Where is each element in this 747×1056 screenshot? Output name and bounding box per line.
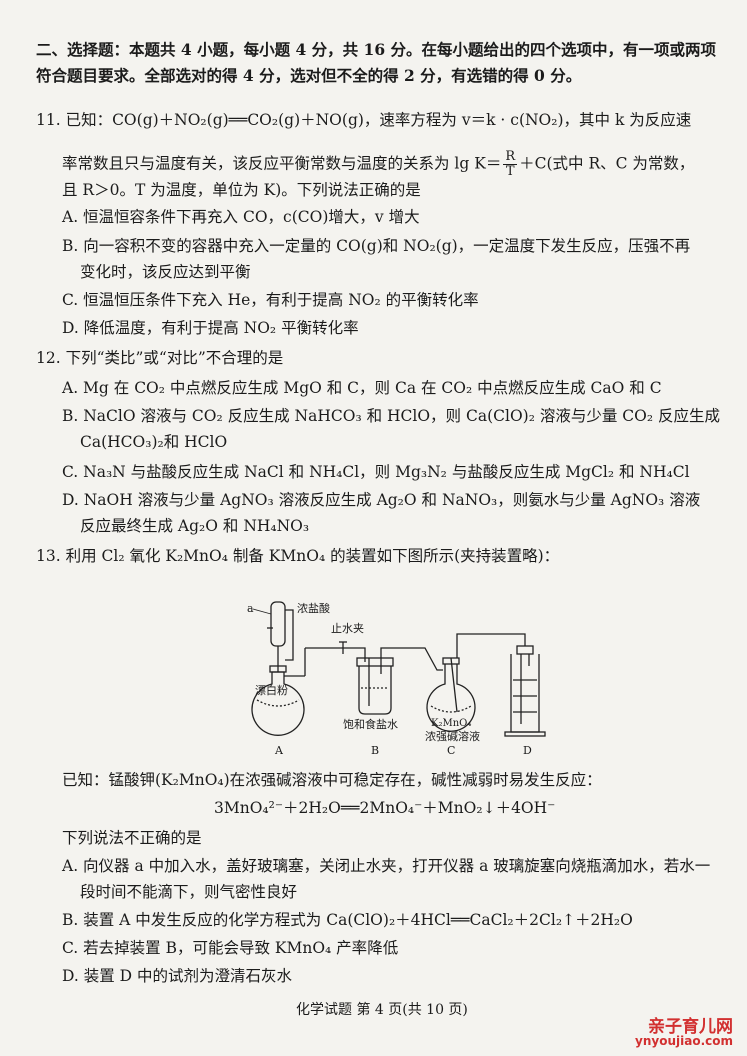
q11-option-a: A. 恒温恒容条件下再充入 CO，c(CO)增大，v 增大 [62,208,420,226]
q12-option-b-line2: Ca(HCO₃)₂和 HClO [80,433,228,451]
label-C: C [447,744,455,757]
q13-option-a-line1: A. 向仪器 a 中加入水，盖好玻璃塞，关闭止水夹，打开仪器 a 玻璃旋塞向烧瓶… [62,857,711,875]
q11-option-b-line2: 变化时，该反应达到平衡 [80,263,251,281]
q11-fraction-numerator: R [503,149,518,165]
q13-equation: 3MnO₄²⁻＋2H₂O══2MnO₄⁻＋MnO₂↓＋4OH⁻ [214,799,556,817]
q12-option-d-line2: 反应最终生成 Ag₂O 和 NH₄NO₃ [80,517,310,535]
watermark-url: ynyoujiao.com [635,1034,733,1048]
apparatus-d [504,645,546,737]
section-title-line2: 符合题目要求。全部选对的得 4 分，选对但不全的得 2 分，有选错的得 0 分。 [36,66,582,85]
q12-option-a: A. Mg 在 CO₂ 中点燃反应生成 MgO 和 C，则 Ca 在 CO₂ 中… [62,379,662,397]
q11-stem-line3: 且 R＞0。T 为温度，单位为 K)。下列说法正确的是 [62,181,421,199]
q12-option-b-line1: B. NaClO 溶液与 CO₂ 反应生成 NaHCO₃ 和 HClO，则 Ca… [62,407,720,425]
q13-option-d: D. 装置 D 中的试剂为澄清石灰水 [62,967,293,985]
q11-option-c: C. 恒温恒压条件下充入 He，有利于提高 NO₂ 的平衡转化率 [62,291,479,309]
q13-option-a-line2: 段时间不能滴下，则气密性良好 [80,883,298,901]
label-k2mno4: K₂MnO₄ [431,718,471,729]
apparatus-b [356,657,394,715]
apparatus-diagram: a 浓盐酸 止水夹 漂白粉 饱和食盐水 K₂MnO₄ 浓强碱溶液 A B C D [247,601,546,757]
section-title-line1: 二、选择题：本题共 4 小题，每小题 4 分，共 16 分。在每小题给出的四个选… [36,40,717,59]
apparatus-c [426,633,526,732]
q12-stem: 12. 下列“类比”或“对比”不合理的是 [36,349,284,367]
page-footer: 化学试题 第 4 页(共 10 页) [296,1002,468,1018]
label-D: D [523,744,532,757]
q13-known-line: 已知：锰酸钾(K₂MnO₄)在浓强碱溶液中可稳定存在，碱性减弱时易发生反应： [62,771,602,789]
label-alkali: 浓强碱溶液 [425,729,480,743]
q11-option-d: D. 降低温度，有利于提高 NO₂ 平衡转化率 [62,319,359,337]
q12-option-c: C. Na₃N 与盐酸反应生成 NaCl 和 NH₄Cl，则 Mg₃N₂ 与盐酸… [62,463,690,481]
label-instrument-a: a [247,602,254,615]
label-A: A [274,744,284,757]
label-brine: 饱和食盐水 [343,717,398,731]
watermark-title: 亲子育儿网 [648,1017,733,1037]
apparatus-a [251,601,306,736]
label-bleach: 漂白粉 [255,683,288,697]
q13-ask: 下列说法不正确的是 [62,829,202,847]
label-conc-hcl: 浓盐酸 [297,601,330,615]
q11-option-b-line1: B. 向一容积不变的容器中充入一定量的 CO(g)和 NO₂(g)，一定温度下发… [62,237,691,255]
label-clamp: 止水夹 [331,622,364,635]
q13-option-b: B. 装置 A 中发生反应的化学方程式为 Ca(ClO)₂＋4HCl══CaCl… [62,911,633,929]
label-B: B [371,744,379,757]
q11-stem-line1: 11. 已知：CO(g)＋NO₂(g)══CO₂(g)＋NO(g)，速率方程为 … [36,111,692,129]
q11-stem-line2-pre: 率常数且只与温度有关，该反应平衡常数与温度的关系为 lg K＝ [62,154,502,173]
q11-fraction-denominator: T [505,164,515,179]
q11-stem-line2-post: ＋C(式中 R、C 为常数， [519,154,695,173]
q13-stem: 13. 利用 Cl₂ 氧化 K₂MnO₄ 制备 KMnO₄ 的装置如下图所示(夹… [36,547,560,565]
q12-option-d-line1: D. NaOH 溶液与少量 AgNO₃ 溶液反应生成 Ag₂O 和 NaNO₃，… [62,491,701,509]
q13-option-c: C. 若去掉装置 B，可能会导致 KMnO₄ 产率降低 [62,939,399,957]
